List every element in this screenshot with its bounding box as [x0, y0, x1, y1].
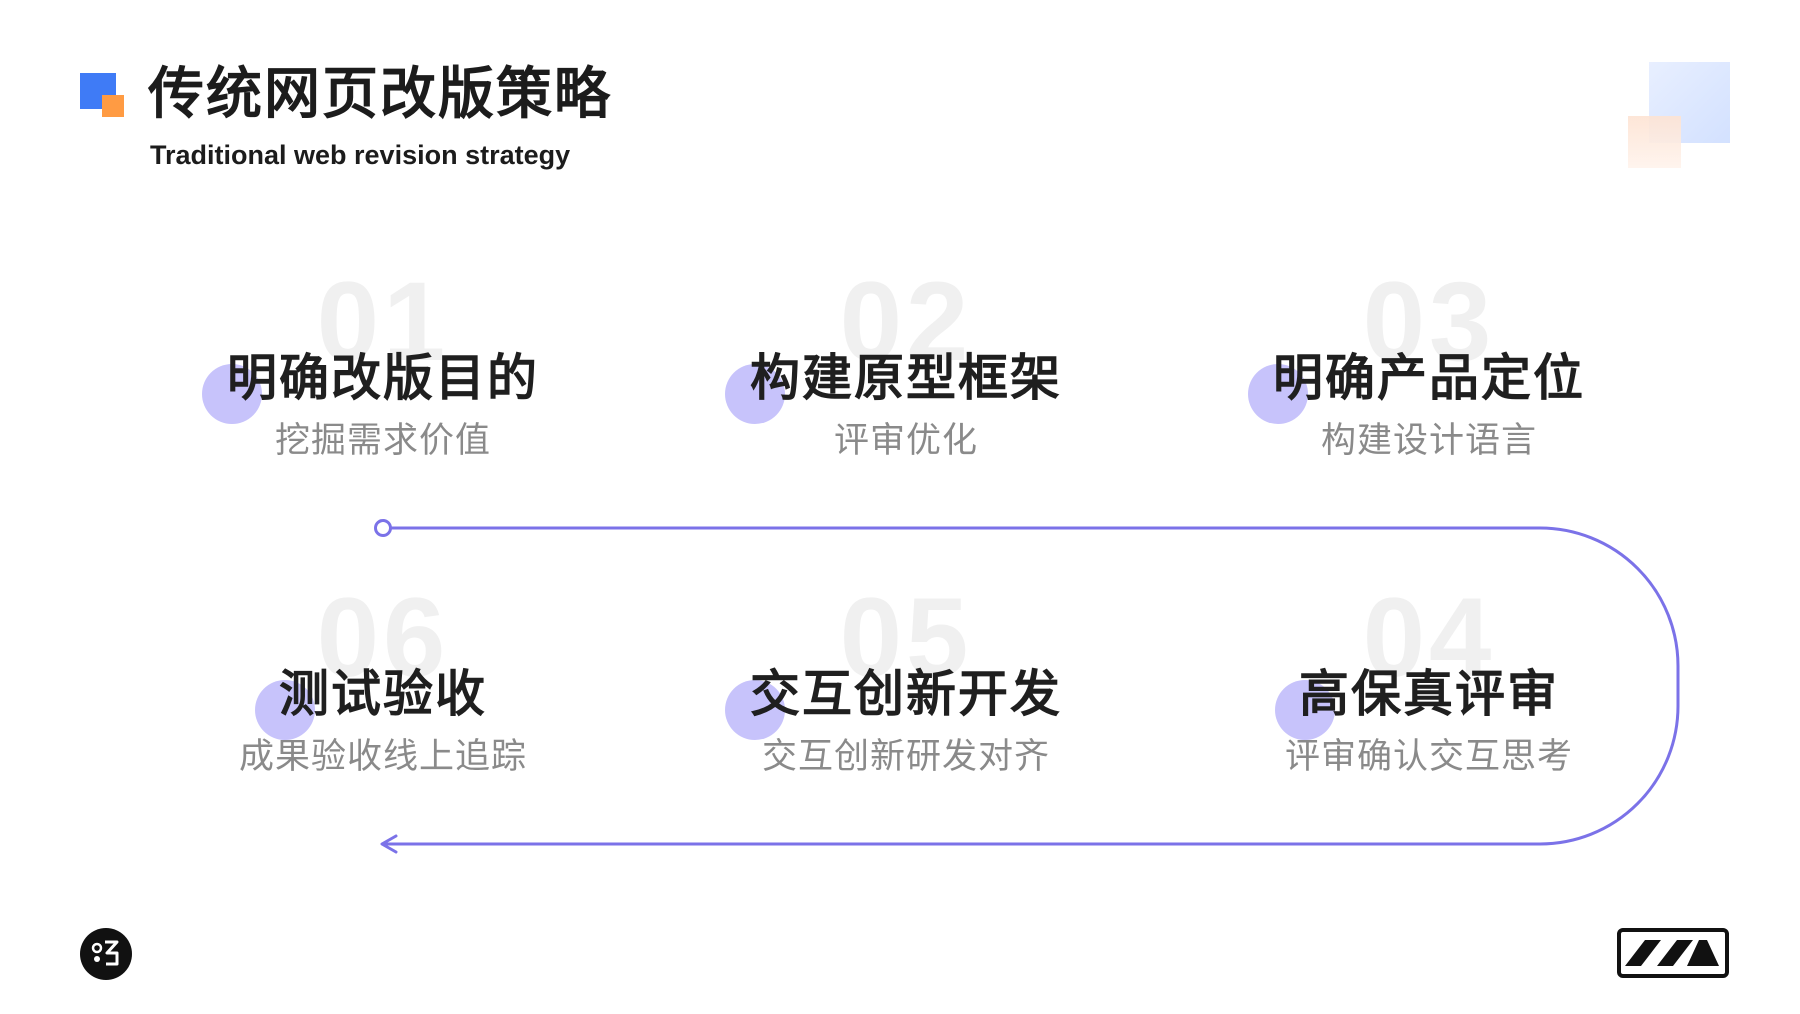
- step-dot-icon: [1275, 680, 1335, 740]
- step-number: 04: [1362, 575, 1496, 700]
- step-03: 03 明确产品定位 构建设计语言: [1229, 262, 1629, 462]
- step-title: 测试验收: [279, 665, 487, 723]
- brand-logo-mountain-icon: [1617, 928, 1729, 978]
- step-number: 02: [839, 259, 973, 384]
- step-title: 交互创新开发: [750, 665, 1062, 723]
- step-title: 明确产品定位: [1273, 349, 1585, 407]
- page-subtitle: Traditional web revision strategy: [150, 140, 571, 170]
- brand-logo-glyph-icon: [91, 940, 119, 966]
- step-desc: 构建设计语言: [1320, 421, 1537, 461]
- step-desc: 成果验收线上追踪: [238, 737, 527, 777]
- step-dot-icon: [202, 364, 262, 424]
- arrow-left-icon: [380, 834, 398, 854]
- step-06: 06 测试验收 成果验收线上追踪: [183, 578, 583, 778]
- header-logo-mark-icon: [80, 73, 126, 119]
- step-desc: 评审确认交互思考: [1284, 737, 1573, 777]
- decor-orange-square-icon: [1628, 116, 1681, 168]
- step-dot-icon: [725, 364, 785, 424]
- step-dot-icon: [725, 680, 785, 740]
- step-04: 04 高保真评审 评审确认交互思考: [1229, 578, 1629, 778]
- step-dot-icon: [255, 680, 315, 740]
- circle-start-icon: [374, 519, 392, 537]
- step-title: 高保真评审: [1299, 665, 1559, 723]
- step-title: 明确改版目的: [227, 349, 539, 407]
- step-number: 06: [316, 575, 450, 700]
- step-title: 构建原型框架: [750, 349, 1062, 407]
- step-desc: 评审优化: [833, 421, 978, 461]
- orange-square-icon: [102, 95, 124, 117]
- step-01: 01 明确改版目的 挖掘需求价值: [183, 262, 583, 462]
- step-number: 01: [316, 259, 450, 384]
- step-desc: 交互创新研发对齐: [761, 737, 1050, 777]
- step-dot-icon: [1248, 364, 1308, 424]
- step-number: 05: [839, 575, 973, 700]
- step-05: 05 交互创新开发 交互创新研发对齐: [706, 578, 1106, 778]
- brand-logo-round-icon: [80, 928, 132, 980]
- page-title: 传统网页改版策略: [148, 62, 612, 127]
- step-02: 02 构建原型框架 评审优化: [706, 262, 1106, 462]
- mountain-glyph-icon: [1625, 940, 1719, 966]
- flow-path-line: [384, 526, 1680, 846]
- step-number: 03: [1362, 259, 1496, 384]
- step-desc: 挖掘需求价值: [274, 421, 491, 461]
